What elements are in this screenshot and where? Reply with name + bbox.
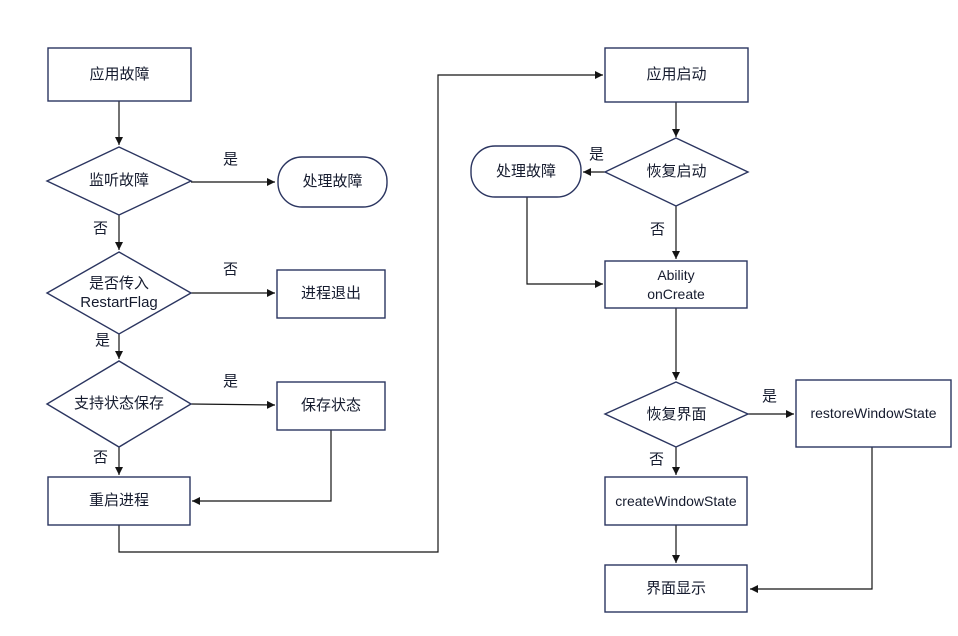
app-start-shape: [604, 47, 749, 103]
restart-flag-diamond: [45, 251, 193, 335]
recover-start-diamond: [603, 137, 750, 207]
edge-save-state-to-restart-process: [192, 430, 332, 505]
recover-ui-diamond: [603, 381, 750, 448]
edge-support-save-yes-to-save-state: [190, 400, 276, 409]
create-window-state-shape: [604, 476, 748, 526]
handle-fault-left-terminator: [277, 156, 388, 208]
restart-process-shape: [47, 476, 191, 526]
restore-window-state-shape: [795, 379, 952, 448]
support-state-save-diamond: [45, 360, 193, 448]
listen-fault-diamond: [45, 146, 193, 216]
ui-display-shape: [604, 564, 748, 613]
ability-oncreate-shape: [604, 260, 748, 309]
edge-restore-window-to-ui-display: [750, 447, 873, 593]
save-state-shape: [276, 381, 386, 431]
process-exit-shape: [276, 269, 386, 319]
edge-restart-process-to-app-start: [118, 71, 603, 553]
handle-fault-right-terminator: [470, 145, 582, 198]
app-fault-shape: [47, 47, 192, 102]
edge-handle-fault-to-ability: [526, 197, 603, 288]
